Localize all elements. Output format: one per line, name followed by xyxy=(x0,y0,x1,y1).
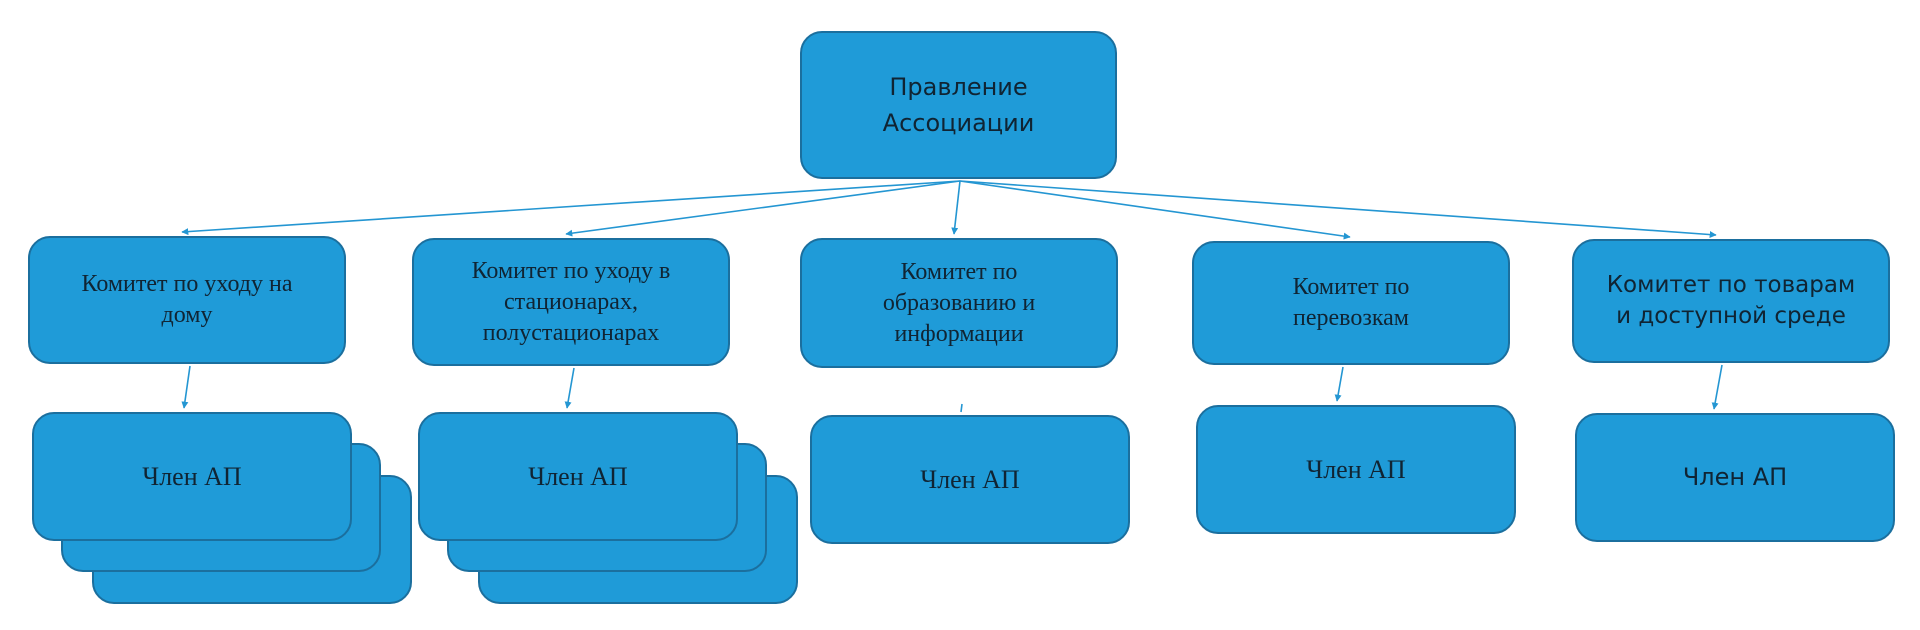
connector-committee-4-member xyxy=(1334,366,1344,402)
connector-committee-2-member xyxy=(564,367,575,409)
member-label: Член АП xyxy=(920,465,1020,494)
connector-root-committee-3 xyxy=(951,180,961,235)
committee-education: Комитет по образованию и информации xyxy=(800,238,1118,368)
member-node-education: Член АП xyxy=(810,415,1130,544)
committee-home-care: Комитет по уходу на дому xyxy=(28,236,346,364)
committee-label: Комитет по товарам и доступной среде xyxy=(1606,272,1856,329)
committee-goods-accessibility: Комитет по товарам и доступной среде xyxy=(1572,239,1890,363)
member-node-inpatient-care: Член АП xyxy=(418,412,738,541)
member-label: Член АП xyxy=(528,462,628,491)
member-node-goods-accessibility: Член АП xyxy=(1575,413,1895,542)
connector-root-committee-1 xyxy=(181,180,961,236)
member-node-transport: Член АП xyxy=(1196,405,1516,534)
connector-root-committee-4 xyxy=(959,180,1351,240)
committee-label: Комитет по уходу на дому xyxy=(81,271,293,328)
member-label: Член АП xyxy=(1306,455,1406,484)
committee-label: Комитет по уходу в стационарах, полустац… xyxy=(471,257,671,346)
member-label: Член АП xyxy=(1682,463,1788,491)
connector-root-committee-2 xyxy=(565,180,961,237)
committee-label: Комитет по образованию и информации xyxy=(882,258,1036,347)
committee-transport: Комитет по перевозкам xyxy=(1192,241,1510,365)
connector-committee-3-member xyxy=(960,403,963,413)
connector-committee-5-member xyxy=(1711,364,1723,410)
committee-label: Комитет по перевозкам xyxy=(1292,274,1410,331)
connector-committee-1-member xyxy=(181,365,191,409)
connector-root-committee-5 xyxy=(959,180,1717,239)
root-node-label: Правление Ассоциации xyxy=(882,73,1035,137)
root-node-board: Правление Ассоциации xyxy=(800,31,1117,179)
member-label: Член АП xyxy=(142,462,242,491)
committee-inpatient-care: Комитет по уходу в стационарах, полустац… xyxy=(412,238,730,366)
member-node-home-care: Член АП xyxy=(32,412,352,541)
